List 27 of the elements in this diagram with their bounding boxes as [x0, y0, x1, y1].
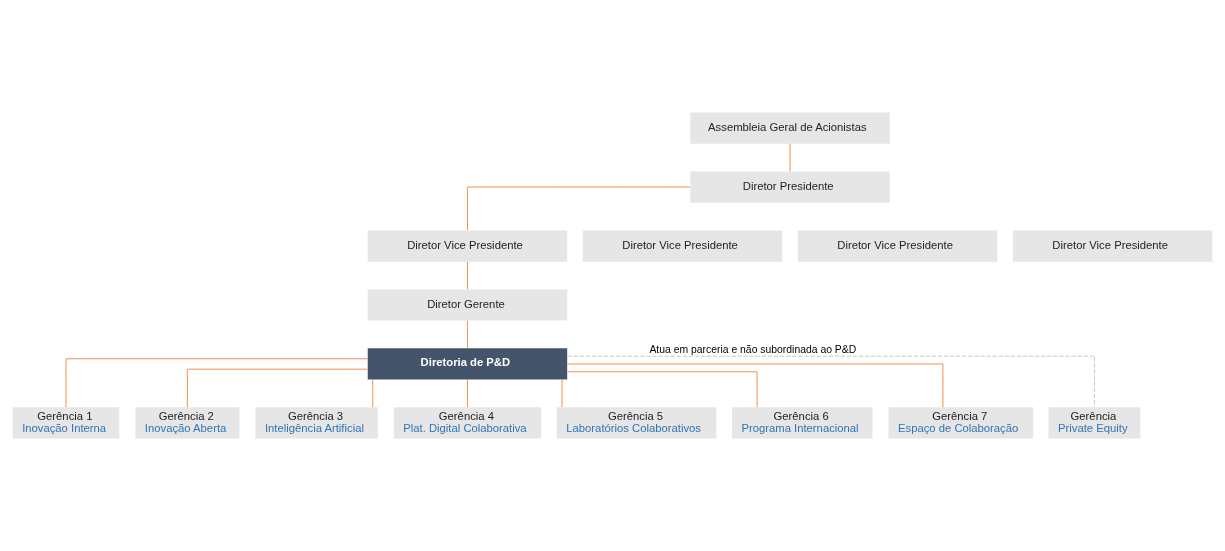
connector	[567, 371, 758, 408]
node-box: Gerência 7 Espaço de Colaboração	[888, 407, 1034, 439]
node-box: Gerência 2 Inovação Aberta	[135, 407, 240, 439]
connector	[567, 363, 944, 408]
node-box: Assembleia Geral de Acionistas	[690, 112, 890, 144]
connector	[567, 355, 1095, 408]
node-box: Diretor Gerente	[367, 289, 568, 321]
node-box: Diretor Vice Presidente	[367, 230, 568, 262]
connector	[467, 379, 468, 408]
connector	[467, 320, 468, 349]
node-box: Diretor Presidente	[690, 171, 890, 203]
node-box: Gerência 1 Inovação Interna	[12, 407, 120, 439]
connector	[186, 368, 368, 408]
node-box: Gerência 6 Programa Internacional	[731, 407, 873, 439]
node-box: Gerência 4 Plat. Digital Colaborativa	[393, 407, 542, 439]
edge-label: Atua em parceria e não subordinada ao P&D	[649, 344, 857, 356]
connector	[372, 379, 374, 408]
connector	[467, 186, 691, 231]
node-box: Gerência 3 Inteligência Artificial	[255, 407, 378, 439]
node-box: Diretoria de P&D	[367, 348, 568, 380]
node-box: Diretor Vice Presidente	[582, 230, 783, 262]
node-box: Diretor Vice Presidente	[1012, 230, 1213, 262]
connector	[467, 261, 468, 290]
connector	[65, 358, 369, 408]
node-box: Gerência Private Equity	[1048, 407, 1141, 439]
node-box: Diretor Vice Presidente	[797, 230, 998, 262]
node-box: Gerência 5 Laboratórios Colaborativos	[556, 407, 717, 439]
